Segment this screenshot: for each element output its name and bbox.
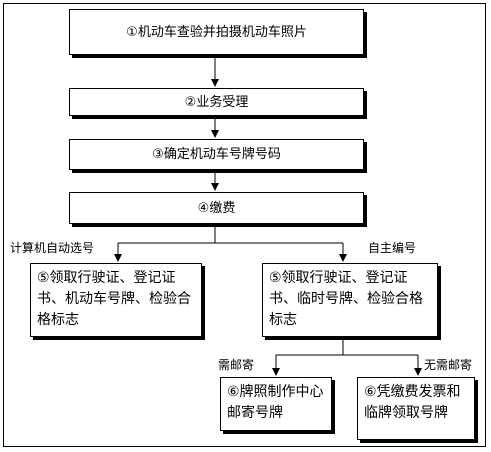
step-4-box: ④缴费: [69, 192, 364, 224]
step-3-text: ③确定机动车号牌号码: [152, 147, 281, 162]
step-6-left-text: ⑥牌照制作中心邮寄号牌: [227, 384, 324, 421]
step-1-text: ①机动车查验并拍摄机动车照片: [126, 24, 307, 40]
step-2-box: ②业务受理: [69, 88, 364, 116]
step-6-right-box: ⑥凭缴费发票和临牌领取号牌: [357, 377, 475, 440]
step-5-left-box: ⑤领取行驶证、登记证书、机动车号牌、检验合格标志: [30, 263, 202, 337]
step-6-left-box: ⑥牌照制作中心邮寄号牌: [220, 377, 332, 431]
step-5-right-text: ⑤领取行驶证、登记证书、临时号牌、检验合格标志: [269, 270, 423, 328]
branch-label-no-mail: 无需邮寄: [424, 358, 473, 372]
branch-label-mail: 需邮寄: [218, 358, 255, 372]
step-5-left-text: ⑤领取行驶证、登记证书、机动车号牌、检验合格标志: [37, 270, 191, 328]
step-1-box: ①机动车查验并拍摄机动车照片: [69, 9, 364, 55]
step-4-text: ④缴费: [197, 200, 236, 216]
step-5-right-box: ⑤领取行驶证、登记证书、临时号牌、检验合格标志: [262, 263, 438, 337]
step-3-box: ③确定机动车号牌号码: [69, 139, 364, 170]
branch-label-custom: 自主编号: [368, 241, 417, 255]
step-2-text: ②业务受理: [184, 94, 249, 110]
branch-label-auto: 计算机自动选号: [10, 241, 95, 255]
step-6-right-text: ⑥凭缴费发票和临牌领取号牌: [364, 384, 461, 421]
